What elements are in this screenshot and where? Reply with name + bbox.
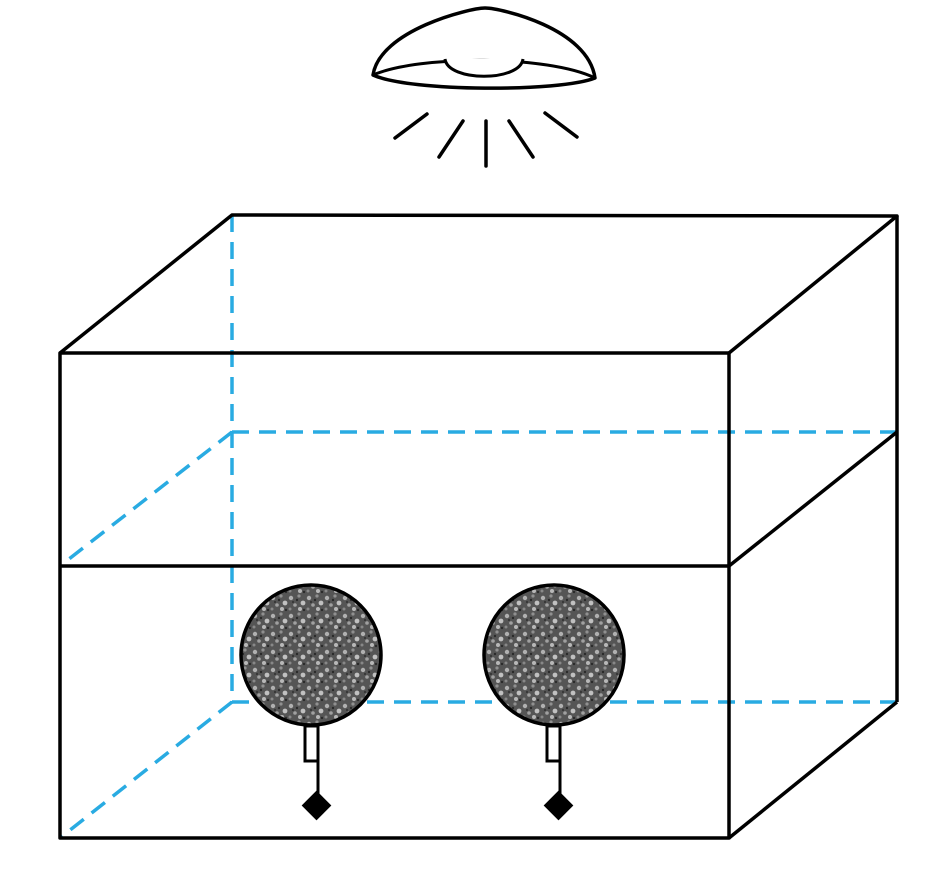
- enclosure-box: [58, 213, 899, 840]
- left-bottom-diagonal-edge: [58, 700, 234, 840]
- ceiling-lamp-icon: [371, 6, 597, 168]
- light-rays-icon: [393, 111, 579, 168]
- hidden-edges: [58, 215, 897, 840]
- right-middle-diagonal-edge: [727, 430, 899, 568]
- light-ray: [543, 111, 579, 139]
- lamp-bulb: [443, 58, 525, 78]
- textured-sphere: [241, 585, 381, 725]
- textured-sphere: [484, 585, 624, 725]
- light-ray: [507, 119, 535, 159]
- light-ray: [437, 119, 465, 159]
- sample-mount-post: [545, 724, 562, 763]
- sample-1: [239, 583, 383, 821]
- sample-mount-post: [303, 724, 320, 763]
- left-middle-diagonal-edge: [58, 430, 234, 568]
- top-face-edges: [58, 213, 899, 355]
- lamp-dome: [371, 6, 597, 90]
- light-ray: [393, 112, 429, 140]
- sample-2: [482, 583, 626, 821]
- diamond-marker-icon: [543, 790, 574, 821]
- front-face: [58, 351, 731, 840]
- right-bottom-diagonal-edge: [727, 700, 899, 840]
- diamond-marker-icon: [301, 790, 332, 821]
